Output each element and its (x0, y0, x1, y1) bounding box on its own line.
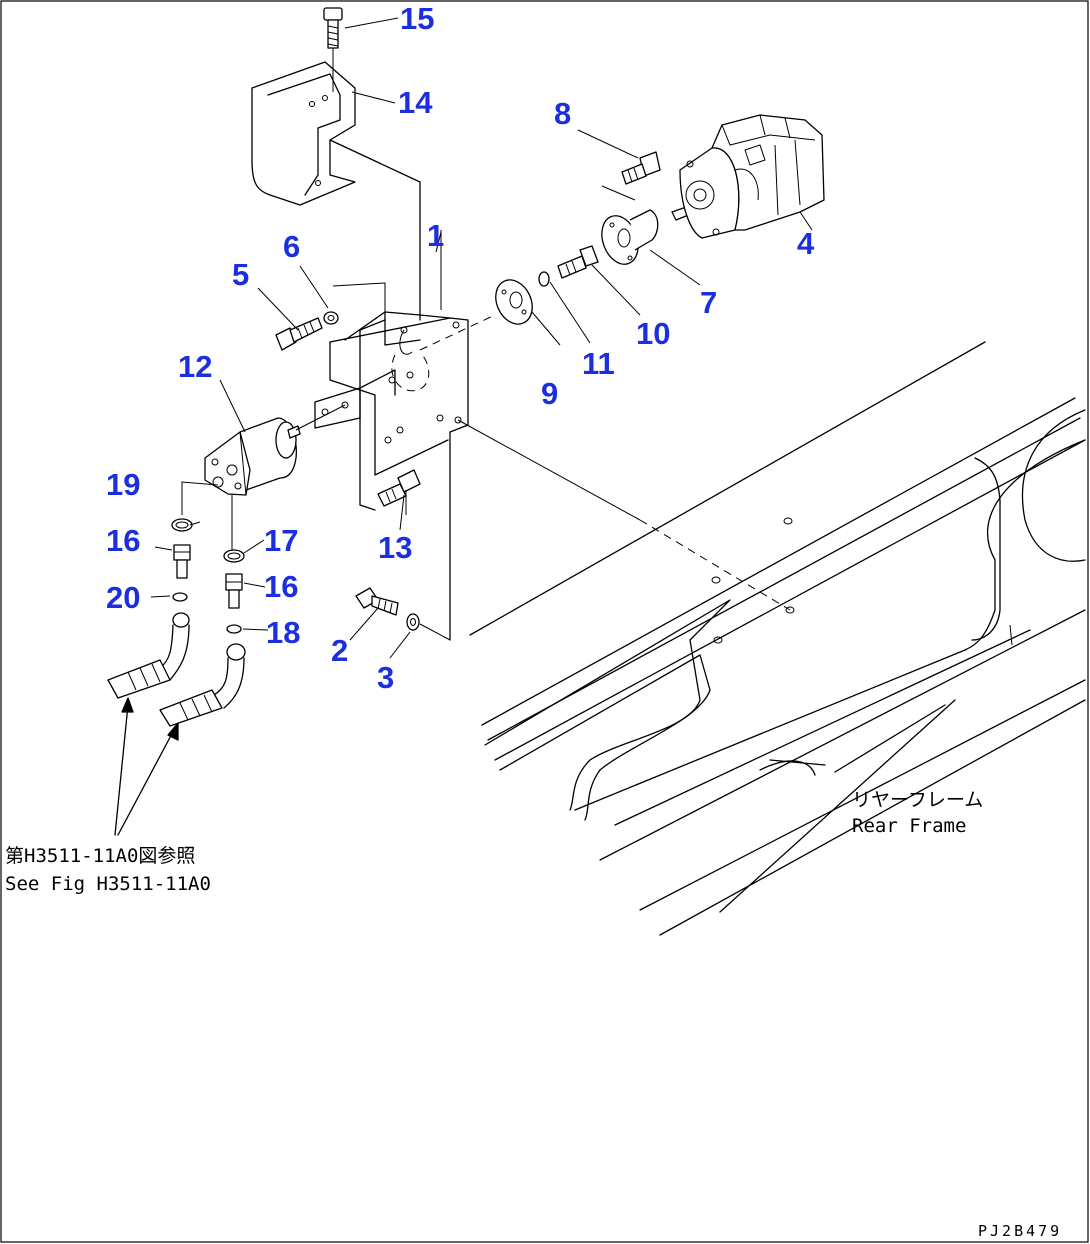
leader-fitting-left (181, 481, 219, 515)
pump-4 (671, 114, 825, 239)
callout-8: 8 (554, 96, 571, 131)
bolt-2 (355, 587, 399, 616)
callout-17: 17 (264, 523, 298, 558)
drawing-code: PJ2B479 (978, 1222, 1062, 1240)
see-fig-arrows (114, 697, 179, 836)
callout-16-right: 16 (264, 569, 298, 604)
callout-14: 14 (398, 85, 433, 120)
callout-16-left: 16 (106, 523, 140, 558)
callout-18: 18 (266, 615, 300, 650)
callout-6: 6 (283, 229, 300, 264)
washer-6 (323, 311, 339, 325)
see-fig-note-jp: 第H3511-11A0図参照 (5, 845, 195, 867)
callout-11: 11 (582, 346, 615, 381)
flange-7 (601, 209, 659, 265)
callout-2: 2 (331, 633, 348, 668)
washer-11 (538, 271, 550, 287)
o-ring-20 (172, 592, 188, 602)
callout-3: 3 (377, 660, 394, 695)
callout-labels: 15 14 8 1 6 4 5 7 10 12 11 9 19 16 17 13… (106, 1, 815, 695)
main-bracket-1 (314, 230, 791, 641)
callout-19: 19 (106, 467, 140, 502)
rear-frame-label-en: Rear Frame (852, 815, 966, 837)
callout-20: 20 (106, 580, 140, 615)
rear-frame (469, 341, 1086, 936)
callout-4: 4 (797, 226, 815, 261)
callout-13: 13 (378, 530, 412, 565)
callout-1: 1 (427, 218, 444, 253)
hose-right (159, 643, 246, 727)
rear-frame-label-jp: リヤーフレーム (852, 789, 983, 811)
hose-left (107, 612, 190, 699)
fitting-16-left (173, 544, 191, 579)
callout-12: 12 (178, 349, 212, 384)
callout-10: 10 (636, 316, 670, 351)
bolt-13 (377, 469, 421, 515)
flange-9 (495, 279, 533, 325)
o-ring-17 (223, 549, 245, 563)
see-fig-note-en: See Fig H3511-11A0 (5, 873, 211, 895)
bolt-15 (323, 7, 343, 92)
bolt-10 (557, 245, 599, 279)
o-ring-18 (226, 624, 242, 634)
fitting-16-right (225, 573, 243, 609)
washer-3 (406, 613, 451, 641)
bracket-14 (251, 61, 421, 321)
callout-15: 15 (400, 1, 434, 36)
callout-5: 5 (232, 257, 249, 292)
component-12 (204, 404, 346, 496)
leader-lines (150, 17, 701, 659)
bolt-8 (601, 151, 661, 201)
o-ring-19 (171, 518, 193, 532)
callout-9: 9 (541, 376, 558, 411)
bolt-5 (275, 317, 323, 351)
callout-7: 7 (700, 285, 717, 320)
